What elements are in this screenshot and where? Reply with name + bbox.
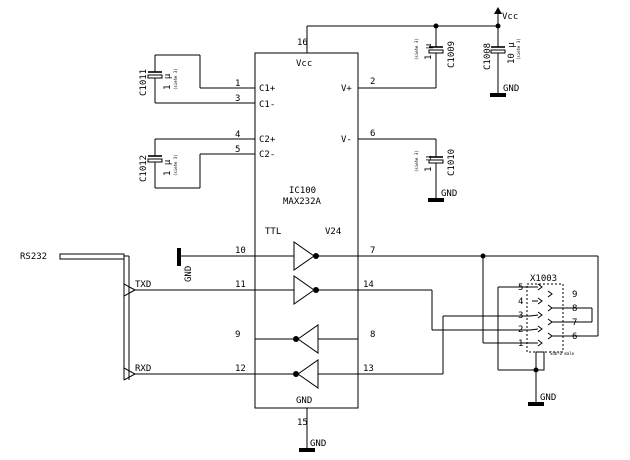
ic-v24-label: V24 <box>325 227 341 237</box>
c1009-value: 1 µ <box>424 43 434 60</box>
c1010-value: 1 µ <box>424 155 434 172</box>
c1012-note: (siehe 3) <box>173 154 178 176</box>
pin-label-vm: V- <box>341 135 352 145</box>
c1011-value: 1 µ <box>163 73 173 90</box>
connector-pin-5: 5 <box>518 283 523 293</box>
connector-pin-8: 8 <box>572 304 577 314</box>
pin-label-vp: V+ <box>341 84 352 94</box>
c1012-ref: C1012 <box>139 155 149 182</box>
connector-sub: Sub-D male <box>550 351 575 356</box>
c1011-ref: C1011 <box>139 69 149 96</box>
gnd-label-pin10: GND <box>184 266 194 282</box>
pin-label-c1m: C1- <box>259 100 275 110</box>
c1012-value: 1 µ <box>163 159 173 176</box>
driver-1-icon <box>293 241 315 271</box>
pin-14-number: 14 <box>363 280 374 290</box>
receiver-1-icon <box>297 324 319 354</box>
pin-9-number: 9 <box>235 330 240 340</box>
vcc-net-label: Vcc <box>502 12 518 22</box>
pin-1-number: 1 <box>235 79 240 89</box>
rxd-label: RXD <box>135 364 151 374</box>
connector-pin-6: 6 <box>572 332 577 342</box>
rs232-bus-cable <box>59 253 125 260</box>
pin-3-number: 3 <box>235 94 240 104</box>
driver-2-icon <box>293 275 315 305</box>
c1010-ref: C1010 <box>447 149 457 176</box>
txd-label: TXD <box>135 280 151 290</box>
connector-pin-7: 7 <box>572 318 577 328</box>
gnd-label-connector: GND <box>540 393 556 403</box>
pin-16-number: 16 <box>297 38 308 48</box>
pin-11-number: 11 <box>235 280 246 290</box>
connector-contacts <box>537 283 553 347</box>
ic-ref: IC100 <box>289 186 316 196</box>
pin-5-number: 5 <box>235 145 240 155</box>
pin-6-number: 6 <box>370 129 375 139</box>
pin-10-number: 10 <box>235 246 246 256</box>
gnd-label-pin15: GND <box>310 439 326 449</box>
c1009-ref: C1009 <box>447 41 457 68</box>
connector-pin-1: 1 <box>518 339 523 349</box>
vcc-arrow-icon <box>494 7 502 14</box>
ic-gnd-label: GND <box>296 396 312 406</box>
ic-vcc-label: Vcc <box>296 59 312 69</box>
gnd-label-c1008: GND <box>503 84 519 94</box>
c1009-note: (siehe 3) <box>414 38 419 60</box>
connector-body <box>526 283 564 353</box>
c1008-ref: C1008 <box>483 43 493 70</box>
connector-pin-9: 9 <box>572 290 577 300</box>
gnd-label-c1010: GND <box>441 189 457 199</box>
c1008-note: (siehe 3) <box>516 38 521 60</box>
connector-ref: X1003 <box>530 274 557 284</box>
ic-ttl-label: TTL <box>265 227 281 237</box>
pin-13-number: 13 <box>363 364 374 374</box>
pin-label-c1p: C1+ <box>259 84 276 94</box>
receiver-2-icon <box>297 359 319 389</box>
pin-label-c2p: C2+ <box>259 135 276 145</box>
connector-pin-4: 4 <box>518 297 523 307</box>
pin-8-number: 8 <box>370 330 375 340</box>
pin-4-number: 4 <box>235 130 240 140</box>
pin-label-c2m: C2- <box>259 150 275 160</box>
c1011-note: (siehe 3) <box>173 68 178 90</box>
pin-15-number: 15 <box>297 418 308 428</box>
c1008-value: 10 µ <box>507 42 517 64</box>
pin-2-number: 2 <box>370 77 375 87</box>
rs232-label: RS232 <box>20 252 47 262</box>
pin-7-number: 7 <box>370 246 375 256</box>
ic-part: MAX232A <box>283 197 322 207</box>
c1010-note: (siehe 3) <box>414 150 419 172</box>
connector-pin-2: 2 <box>518 325 523 335</box>
pin-12-number: 12 <box>235 364 246 374</box>
connector-pin-3: 3 <box>518 311 523 321</box>
